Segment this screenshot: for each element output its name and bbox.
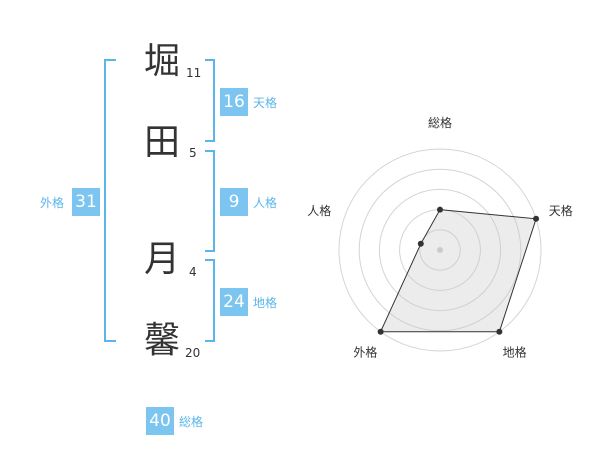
stroke-count-3: 4 — [189, 265, 197, 279]
radar-axis-label-1: 総格 — [428, 115, 452, 130]
name-char-4: 馨 — [143, 320, 180, 361]
gaikaku-value: 31 — [72, 188, 100, 216]
radar-center — [437, 247, 443, 253]
chikaku-value: 24 — [220, 288, 248, 316]
radar-series — [377, 206, 540, 335]
radar-grid-ring — [358, 168, 522, 332]
radar-axis-label-2: 天格 — [549, 203, 573, 218]
name-char-1: 堀 — [143, 41, 180, 82]
name-char-3: 月 — [143, 239, 180, 280]
chikaku-bracket — [205, 259, 215, 342]
radar-point-5 — [417, 240, 424, 247]
soukaku-value: 40 — [146, 407, 174, 435]
tenkaku-value: 16 — [220, 88, 248, 116]
tenkaku-label: 天格 — [253, 96, 278, 110]
radar-grid-ring — [419, 229, 461, 271]
jinkaku-label: 人格 — [253, 196, 278, 210]
name-char-2: 田 — [143, 122, 180, 163]
radar-point-3 — [496, 328, 503, 335]
radar-point-4 — [377, 328, 384, 335]
radar-axis-label-4: 外格 — [353, 345, 377, 360]
radar-point-2 — [533, 215, 540, 222]
gaikaku-label: 外格 — [40, 196, 65, 210]
jinkaku-value: 9 — [220, 188, 248, 216]
tenkaku-bracket — [205, 59, 215, 142]
gaikaku-bracket — [104, 59, 116, 342]
radar-series-area — [379, 209, 537, 333]
radar-axis-label-3: 地格 — [503, 345, 527, 360]
radar-point-1 — [437, 206, 443, 213]
chikaku-label: 地格 — [253, 296, 278, 310]
stroke-count-4: 20 — [185, 346, 201, 360]
radar-grid-ring — [338, 148, 542, 352]
stroke-count-2: 5 — [189, 146, 197, 160]
soukaku-label: 総格 — [179, 415, 204, 429]
radar-axis-label-5: 人格 — [307, 203, 331, 218]
radar-grid-ring — [378, 188, 502, 312]
radar-grid — [338, 148, 542, 352]
jinkaku-bracket — [205, 150, 215, 252]
stroke-count-1: 11 — [186, 66, 202, 80]
